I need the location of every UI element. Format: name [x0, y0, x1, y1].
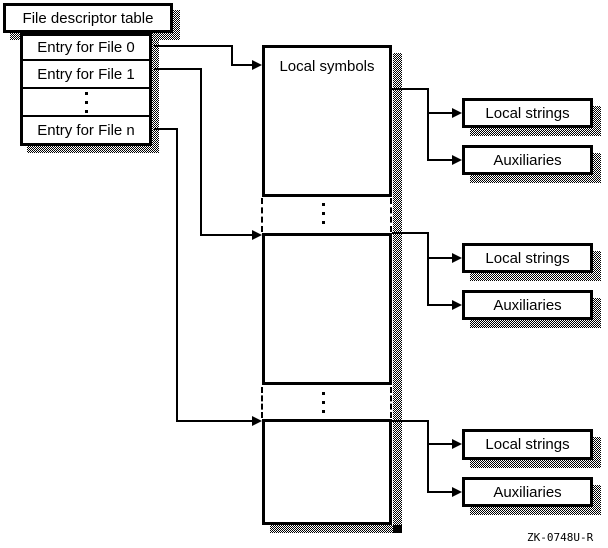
connector-line: [427, 232, 429, 306]
connector-line: [427, 491, 453, 493]
local-strings-label: Local strings: [485, 104, 570, 122]
connector-line: [392, 420, 429, 422]
local-strings-box-3: Local strings: [462, 429, 593, 460]
symbol-column-shadow: [270, 525, 402, 533]
local-symbols-box-1: Local symbols: [262, 45, 392, 197]
arrowhead-right-icon: [452, 487, 462, 497]
local-strings-box-2: Local strings: [462, 243, 593, 273]
connector-line: [427, 159, 453, 161]
figure-label: ZK-0748U-R: [527, 531, 594, 544]
local-symbols-box-2: [262, 233, 392, 385]
local-strings-label: Local strings: [485, 249, 570, 267]
vertical-ellipsis-icon: [322, 203, 325, 224]
auxiliaries-box-3: Auxiliaries: [462, 477, 593, 507]
dashed-continuation-line: [390, 198, 392, 232]
arrowhead-right-icon: [252, 230, 262, 240]
auxiliaries-box-1: Auxiliaries: [462, 145, 593, 175]
connector-line: [427, 420, 429, 493]
fd-entry-row-ellipsis: [23, 87, 149, 115]
connector-line: [392, 232, 429, 234]
local-strings-box-1: Local strings: [462, 98, 593, 128]
fd-entry-row-0: Entry for File 0: [23, 36, 149, 59]
file-descriptor-table-header: File descriptor table: [3, 3, 173, 33]
fd-entry-row-n: Entry for File n: [23, 115, 149, 143]
arrowhead-right-icon: [252, 416, 262, 426]
vertical-ellipsis-icon: [84, 91, 88, 113]
connector-line: [154, 45, 233, 47]
local-symbols-label: Local symbols: [279, 58, 375, 75]
fd-entry-label-1: Entry for File 1: [37, 65, 135, 83]
arrowhead-right-icon: [252, 60, 262, 70]
connector-line: [231, 64, 255, 66]
auxiliaries-label: Auxiliaries: [493, 296, 562, 314]
connector-line: [427, 88, 429, 161]
dashed-continuation-line: [261, 198, 263, 232]
local-strings-label: Local strings: [485, 436, 570, 453]
vertical-ellipsis-icon: [322, 392, 325, 413]
fd-entry-row-1: Entry for File 1: [23, 59, 149, 87]
connector-line: [231, 45, 233, 66]
connector-line: [176, 128, 178, 422]
symbol-column-shadow: [393, 53, 402, 533]
arrowhead-right-icon: [452, 300, 462, 310]
auxiliaries-label: Auxiliaries: [493, 151, 562, 169]
connector-line: [427, 257, 453, 259]
local-symbols-box-3: [262, 419, 392, 525]
dashed-continuation-line: [390, 387, 392, 418]
connector-line: [427, 443, 453, 445]
arrowhead-right-icon: [452, 155, 462, 165]
connector-line: [427, 304, 453, 306]
fd-entry-label-n: Entry for File n: [37, 121, 135, 139]
auxiliaries-label: Auxiliaries: [493, 483, 562, 501]
file-descriptor-table-title: File descriptor table: [22, 9, 154, 27]
connector-line: [154, 128, 178, 130]
connector-line: [200, 68, 202, 236]
arrowhead-right-icon: [452, 108, 462, 118]
arrowhead-right-icon: [452, 439, 462, 449]
file-entries-table: Entry for File 0 Entry for File 1 Entry …: [20, 33, 152, 146]
dashed-continuation-line: [261, 387, 263, 418]
fd-entry-label-0: Entry for File 0: [37, 39, 135, 56]
connector-line: [427, 112, 453, 114]
connector-line: [392, 88, 429, 90]
connector-line: [154, 68, 202, 70]
auxiliaries-box-2: Auxiliaries: [462, 290, 593, 320]
connector-line: [200, 234, 254, 236]
arrowhead-right-icon: [452, 253, 462, 263]
connector-line: [176, 420, 254, 422]
